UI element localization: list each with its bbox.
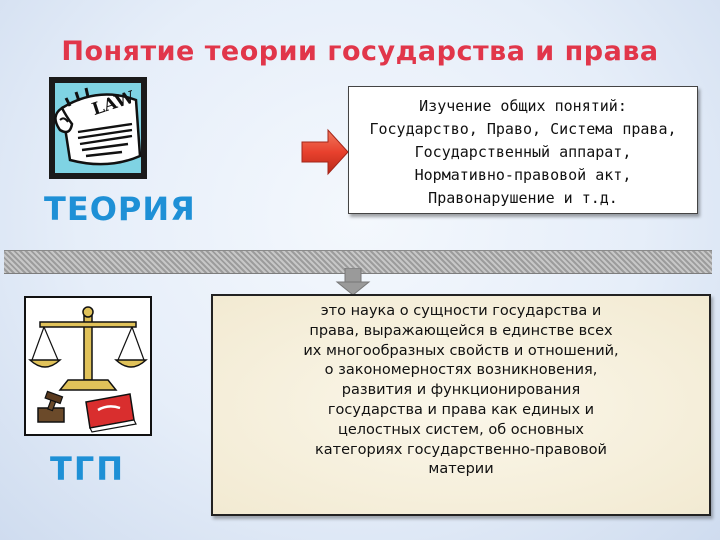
study-line: Изучение общих понятий: — [419, 97, 627, 115]
gavel-icon — [37, 390, 65, 423]
definition-line: их многообразных свойств и отношений, — [303, 342, 619, 359]
definition-line: целостных систем, об основных — [337, 421, 585, 438]
law-scroll-icon: LAW — [49, 77, 147, 179]
definition-line: права, выражающейся в единстве всех — [309, 322, 613, 339]
definition-line: о закономерностях возникновения, — [324, 362, 598, 379]
theory-label: ТЕОРИЯ — [44, 190, 196, 228]
page-title: Понятие теории государства и права — [61, 36, 659, 67]
connector-arrow-icon — [335, 268, 371, 296]
study-line: Государственный аппарат, — [414, 143, 632, 161]
right-arrow-icon — [301, 128, 349, 176]
book-icon — [85, 393, 137, 433]
definition-line: категориях государственно-правовой — [315, 441, 607, 458]
definition-line: это наука о сущности государства и — [320, 303, 602, 319]
study-line: Государство, Право, Система права, — [369, 120, 677, 138]
scales-of-justice-icon — [24, 296, 152, 436]
definition-box: это наука о сущности государства и права… — [211, 294, 711, 516]
study-line: Правонарушение и т.д. — [428, 189, 618, 207]
study-line: Нормативно-правовой акт, — [414, 166, 632, 184]
definition-line: материи — [428, 461, 494, 478]
definition-line: развития и функционирования — [341, 382, 581, 399]
definition-line: государства и права как единых и — [327, 401, 595, 418]
study-concepts-box: Изучение общих понятий: Государство, Пра… — [348, 86, 698, 214]
tgp-label: ТГП — [50, 450, 125, 488]
